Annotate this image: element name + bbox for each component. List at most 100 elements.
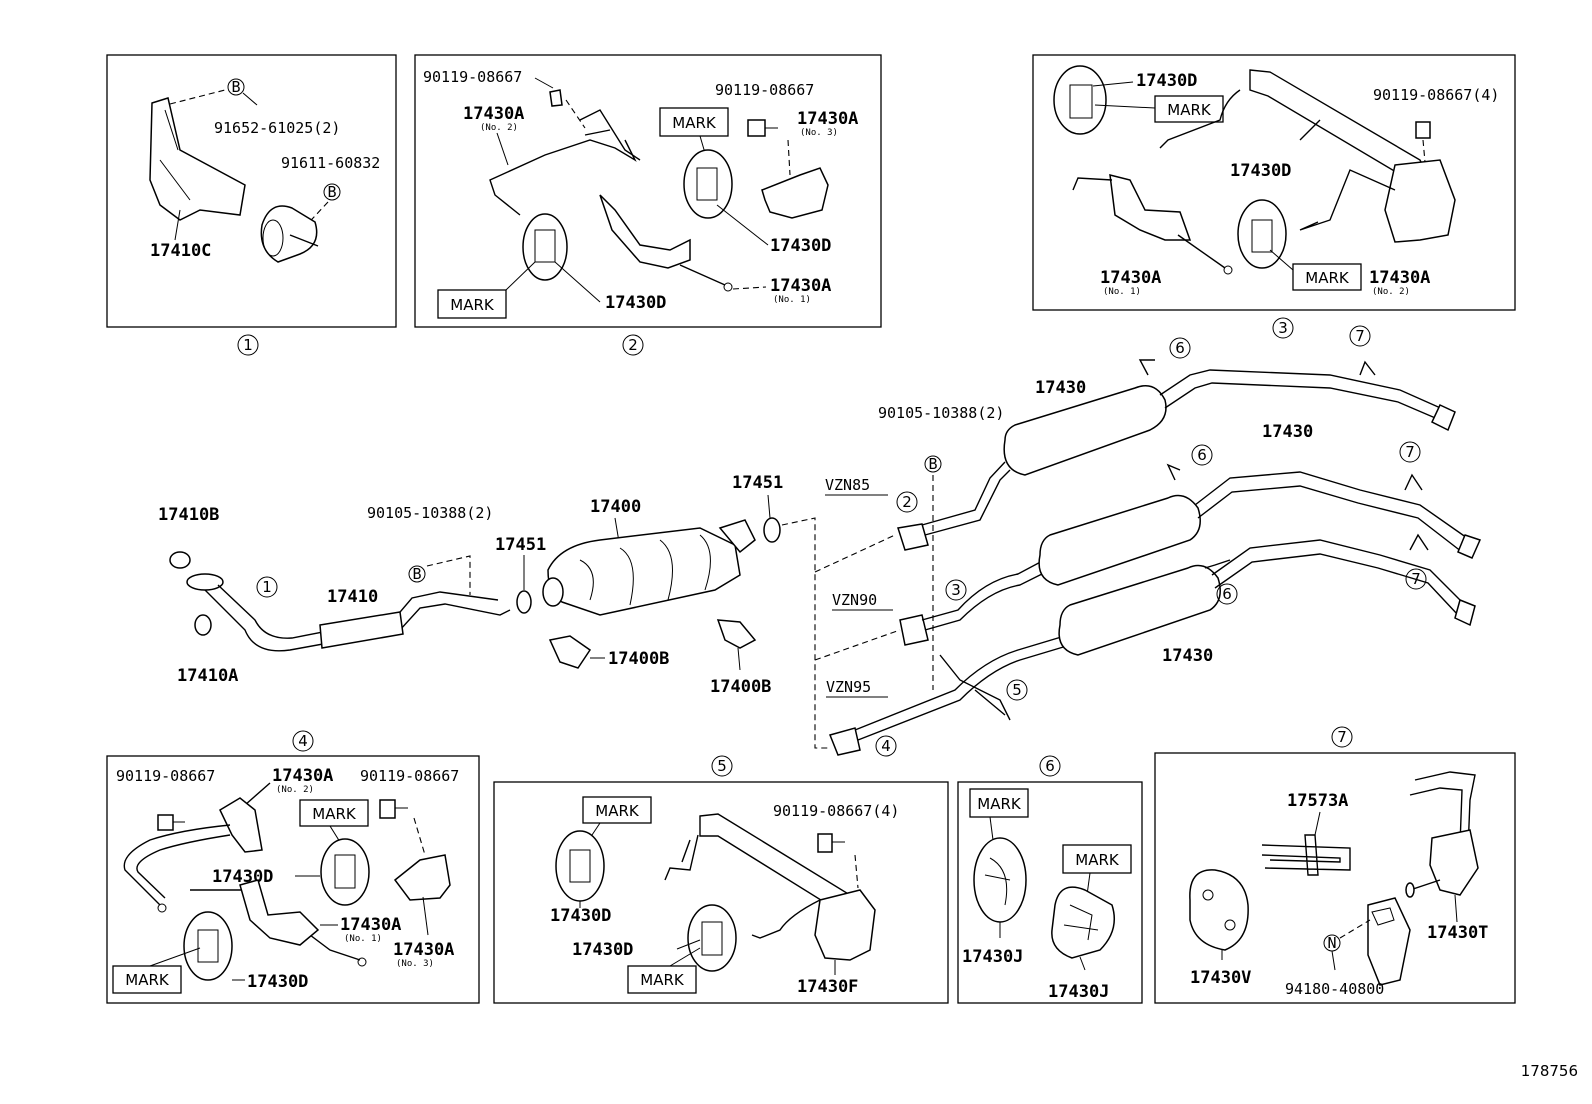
hanger-bracket-17430A	[599, 194, 691, 269]
flange-vzn90	[899, 614, 929, 646]
callout-number: 5	[1012, 681, 1022, 699]
fastener-b-icon	[227, 78, 245, 96]
label-17451: 17451	[732, 473, 783, 493]
sub-no3: (No. 3)	[396, 959, 434, 969]
fastener-b-letter: B	[231, 78, 240, 96]
callout-number: 2	[902, 493, 912, 511]
sub-no1: (No. 1)	[344, 934, 382, 944]
label-17430J: 17430J	[1048, 982, 1109, 1002]
tail-pipe-end	[1431, 404, 1456, 432]
nut-17410A	[194, 614, 212, 636]
detail-view-1: B 91652-61025(2) B 91611-60832 17410C 1	[106, 54, 397, 356]
label-90105-10388: 90105-10388(2)	[367, 504, 493, 522]
callout-badge	[945, 579, 967, 601]
mark-label: MARK	[125, 971, 170, 989]
label-17430J: 17430J	[962, 947, 1023, 967]
pipe-heat-shield	[319, 611, 404, 649]
bracket-17430F	[814, 889, 876, 961]
mark-label-box	[437, 289, 507, 319]
callout-number: 3	[951, 581, 961, 599]
view-number: 1	[243, 336, 253, 354]
label-17400B: 17400B	[608, 649, 669, 669]
hanger-clamp	[1404, 473, 1423, 491]
label-91652-61025: 91652-61025(2)	[214, 119, 340, 137]
label-90119-08667-4: 90119-08667(4)	[773, 802, 899, 820]
callout-badge	[1349, 325, 1371, 347]
label-17451: 17451	[495, 535, 546, 555]
fastener-b-letter: B	[327, 183, 336, 201]
label-17430: 17430	[1035, 378, 1086, 398]
bracket-17430T	[1429, 829, 1479, 896]
view-number-badge	[622, 334, 644, 356]
mark-label-box	[627, 965, 697, 994]
muffler-17430-vzn95	[1058, 564, 1221, 656]
detail-box-6	[957, 781, 1143, 1004]
callout-badge	[1169, 337, 1191, 359]
view-number: 5	[717, 757, 727, 775]
label-17430D: 17430D	[770, 236, 831, 256]
rubber-mount-17430J	[973, 837, 1027, 923]
mark-label: MARK	[1305, 269, 1350, 287]
exhaust-hanger-bar	[489, 139, 637, 216]
hanger-rod	[1204, 559, 1231, 569]
label-17410A: 17410A	[177, 666, 238, 686]
label-17430A-no1: 17430A	[1100, 268, 1161, 288]
view-number-badge	[237, 334, 259, 356]
bracket-17430A-no3	[393, 854, 451, 901]
mark-label: MARK	[672, 114, 717, 132]
fastener-b-icon	[323, 183, 341, 201]
label-90119-08667-4: 90119-08667(4)	[1373, 86, 1499, 104]
bracket-17430A-no3	[761, 167, 829, 219]
catalytic-converter-17400	[547, 527, 741, 616]
detail-box-5	[493, 781, 949, 1004]
label-17400B: 17400B	[710, 677, 771, 697]
bracket-17430A-no2	[219, 797, 263, 853]
bracket-17430T	[1409, 771, 1476, 851]
view-number-badge	[292, 730, 314, 752]
muffler-17430-vzn85	[1003, 385, 1167, 476]
callout-badge	[896, 491, 918, 513]
detail-view-2: 90119-08667 17430A (No. 2) 17430A (No. 1…	[414, 54, 882, 356]
variant-label-vzn85: VZN85	[825, 476, 870, 494]
tail-pipe-end	[1454, 598, 1476, 627]
label-17430A-no2: 17430A	[463, 104, 524, 124]
mark-label-box	[1154, 95, 1224, 123]
rubber-mount-17430D	[522, 213, 568, 281]
hanger-17573A	[1261, 834, 1351, 876]
callout-badge	[875, 735, 897, 757]
mark-label-box	[299, 799, 369, 827]
detail-box-3	[1032, 54, 1516, 311]
label-17400: 17400	[590, 497, 641, 517]
label-17430D: 17430D	[1136, 71, 1197, 91]
detail-box-1	[106, 54, 397, 328]
label-90119-08667: 90119-08667	[116, 767, 215, 785]
tail-pipe-end	[1457, 534, 1482, 559]
sub-no2: (No. 2)	[276, 785, 314, 795]
callout-number: 7	[1411, 570, 1421, 588]
front-flange	[186, 573, 224, 591]
fastener-b-letter: B	[412, 565, 421, 583]
view-number-badge	[1272, 317, 1294, 339]
view-number: 7	[1337, 728, 1347, 746]
detail-box-7	[1154, 752, 1516, 1004]
bolt-part	[157, 814, 174, 831]
hanger-clamp	[1359, 360, 1376, 376]
bolt-part	[379, 799, 396, 819]
variant-label-vzn90: VZN90	[832, 591, 877, 609]
sub-no1: (No. 1)	[773, 295, 811, 305]
label-17430: 17430	[1262, 422, 1313, 442]
mark-label: MARK	[1075, 851, 1120, 869]
mark-label: MARK	[640, 971, 685, 989]
label-17410B: 17410B	[158, 505, 219, 525]
callout-number: 6	[1175, 339, 1185, 357]
rubber-mount-17430D	[320, 838, 370, 906]
label-17430V: 17430V	[1190, 968, 1251, 988]
view-number-badge	[1039, 755, 1061, 777]
detail-view-6: 6 MARK 17430J MARK 17430J	[957, 755, 1143, 1004]
label-17430A-no1: 17430A	[770, 276, 831, 296]
sub-no3: (No. 3)	[800, 128, 838, 138]
mark-label: MARK	[450, 296, 495, 314]
view-number: 3	[1278, 319, 1288, 337]
flange-vzn95	[828, 727, 861, 756]
sub-no2: (No. 2)	[480, 123, 518, 133]
